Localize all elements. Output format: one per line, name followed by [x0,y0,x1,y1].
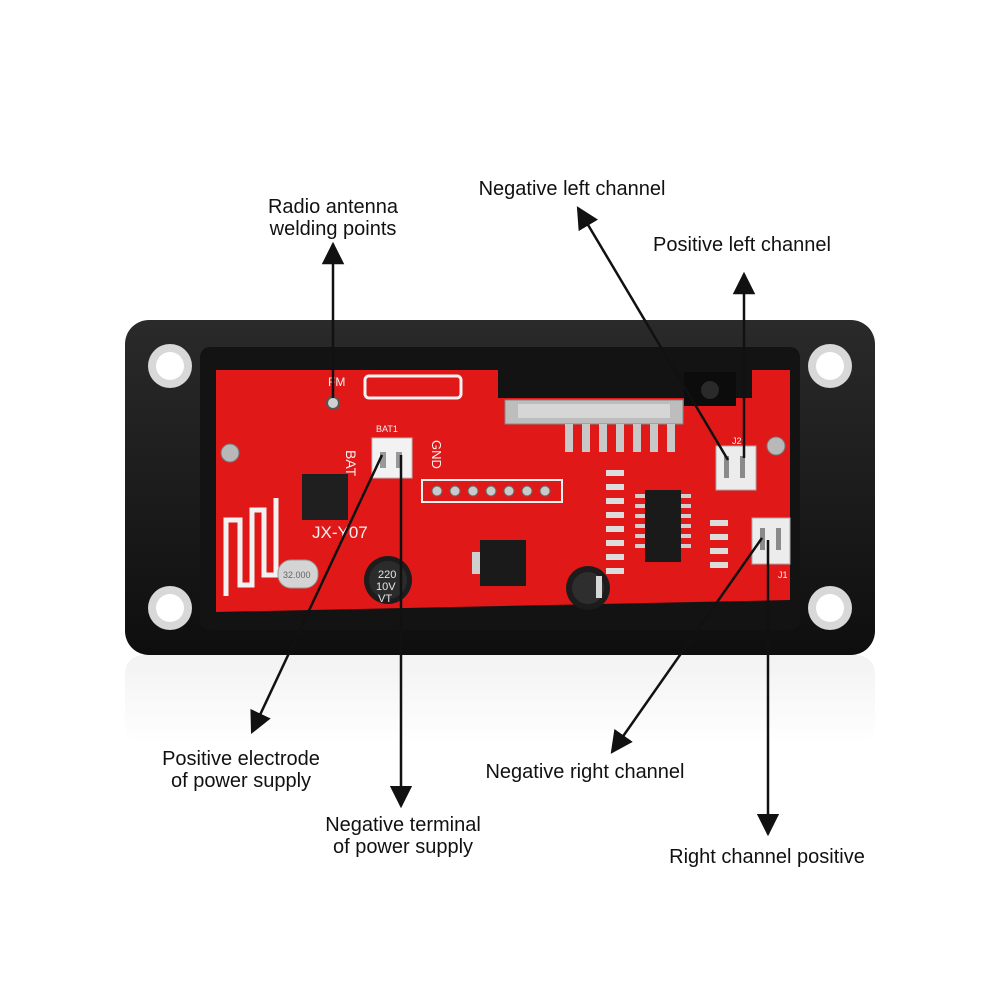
label-right-positive-line1: Right channel positive [669,846,865,868]
silk-bat1: BAT1 [376,424,398,434]
arrow-negative-left [576,206,730,461]
voltage-regulator [480,540,526,586]
label-positive-electrode-line1: Positive electrode [162,748,320,770]
battery-connector [371,437,413,479]
header-pins [431,485,551,497]
label-positive-left: Positive left channel [624,234,860,256]
label-radio-antenna: Radio antenna welding points [233,196,433,240]
crystal [277,559,319,589]
bluetooth-antenna-trace [223,498,279,596]
silk-gnd: GND [429,440,444,469]
callout-arrows [250,206,780,837]
fm-antenna-pad [326,396,340,410]
sd-card-pins [565,424,675,452]
mounting-holes [148,344,852,630]
label-positive-electrode-line2: of power supply [170,770,312,792]
silk-crystal: 32.000 [283,570,311,580]
label-negative-terminal-line1: Negative terminal [325,814,481,836]
label-negative-terminal: Negative terminal of power supply [298,814,508,858]
silk-model: JX-Y07 [312,523,368,542]
label-negative-left: Negative left channel [452,178,692,200]
silk-cap: 220 [378,569,396,581]
connector-j1 [751,517,791,565]
silk-bat: BAT [343,450,359,477]
silk-j1: J1 [778,570,788,580]
amplifier-chip [645,490,681,562]
silk-cap-v: 10V [376,581,396,593]
screw-left [220,443,240,463]
label-radio-antenna-line1: Radio antenna [267,196,399,218]
label-negative-right-line1: Negative right channel [485,761,685,783]
header-strip [421,479,563,503]
arrow-negative-right [610,537,764,754]
arrow-positive-electrode [250,454,384,735]
connector-j2 [715,445,757,491]
bluetooth-chip [302,474,348,520]
label-radio-antenna-line2: welding points [269,218,397,240]
smd-resistors [606,470,728,574]
label-negative-left-line1: Negative left channel [478,178,666,200]
screw-right [766,436,786,456]
label-positive-left-line1: Positive left channel [653,234,831,256]
silk-j2: J2 [732,436,742,446]
silk-fm: FM [328,375,345,389]
label-right-positive: Right channel positive [644,846,890,868]
label-negative-terminal-line2: of power supply [332,836,474,858]
amplifier-chip-pins [635,494,691,548]
silk-cap-vt: VT [378,593,392,605]
label-negative-right: Negative right channel [460,761,710,783]
label-positive-electrode: Positive electrode of power supply [136,748,346,792]
board-reflection [125,655,875,745]
top-pad-outline [363,374,463,400]
